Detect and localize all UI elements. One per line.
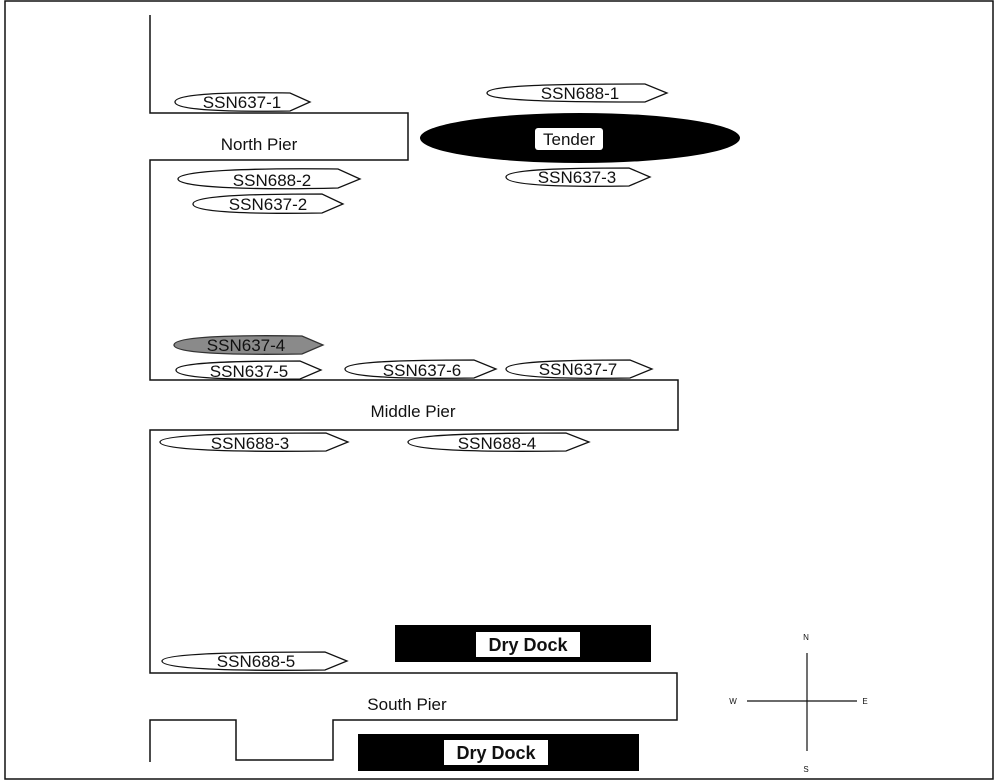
north-pier-label: North Pier: [221, 135, 298, 154]
diagram-frame: [4, 0, 994, 780]
tender-ship: Tender: [420, 113, 740, 163]
submarine-hull: [505, 167, 652, 187]
submarine-ssn637-5: SSN637-5: [175, 360, 323, 381]
submarine-label: SSN637-4: [207, 336, 285, 355]
submarine-hull: [192, 193, 345, 214]
submarine-label: SSN637-6: [383, 361, 461, 380]
compass-west-label: W: [729, 697, 737, 706]
submarine-ssn688-5: SSN688-5: [161, 651, 349, 671]
dry-dock-label-box: [444, 740, 548, 765]
south-pier-label: South Pier: [367, 695, 447, 714]
submarine-label: SSN637-5: [210, 362, 288, 381]
submarine-ssn637-6: SSN637-6: [344, 359, 498, 380]
dry-dock-label: Dry Dock: [456, 743, 536, 763]
submarine-hull: [505, 359, 654, 379]
dry-dock-label: Dry Dock: [488, 635, 568, 655]
submarine-ssn637-7: SSN637-7: [505, 359, 654, 379]
submarine-hull: [159, 432, 350, 452]
submarine-ssn688-1: SSN688-1: [486, 83, 669, 103]
submarine-hull: [175, 360, 323, 380]
submarine-ssn637-2: SSN637-2: [192, 193, 345, 214]
dry-dock-label-box: [476, 632, 580, 657]
compass-south-label: S: [803, 765, 808, 774]
submarine-ssn688-2: SSN688-2: [177, 168, 362, 190]
submarine-hull: [407, 432, 591, 452]
submarine-ssn688-4: SSN688-4: [407, 432, 591, 453]
submarine-hull: [344, 359, 498, 379]
tender-label-box: [535, 128, 603, 150]
submarine-label: SSN637-3: [538, 168, 616, 187]
submarine-label: SSN637-7: [539, 360, 617, 379]
submarine-ssn688-3: SSN688-3: [159, 432, 350, 453]
submarine-hull: [486, 83, 669, 103]
compass-east-label: E: [862, 697, 867, 706]
compass-north-label: N: [803, 633, 809, 642]
submarine-hull: [174, 92, 312, 112]
shoreline-outline: [149, 15, 679, 762]
submarine-label: SSN688-4: [458, 434, 536, 453]
submarine-label: SSN688-3: [211, 434, 289, 453]
submarine-hull: [173, 335, 325, 355]
submarine-hull: [161, 651, 349, 671]
dry-dock-upper: Dry Dock: [395, 625, 651, 662]
submarine-label: SSN688-1: [541, 84, 619, 103]
tender-label: Tender: [543, 130, 595, 149]
submarine-ssn637-4-highlighted: SSN637-4: [173, 335, 325, 355]
middle-pier-label: Middle Pier: [370, 402, 455, 421]
submarine-label: SSN637-1: [203, 93, 281, 112]
submarine-label: SSN688-2: [233, 171, 311, 190]
submarine-hull: [177, 168, 362, 190]
submarine-label: SSN688-5: [217, 652, 295, 671]
dry-dock-lower: Dry Dock: [358, 734, 639, 771]
submarine-label: SSN637-2: [229, 195, 307, 214]
submarine-ssn637-3: SSN637-3: [505, 167, 652, 187]
submarine-ssn637-1: SSN637-1: [174, 92, 312, 112]
compass-rose: N S E W: [729, 633, 867, 774]
